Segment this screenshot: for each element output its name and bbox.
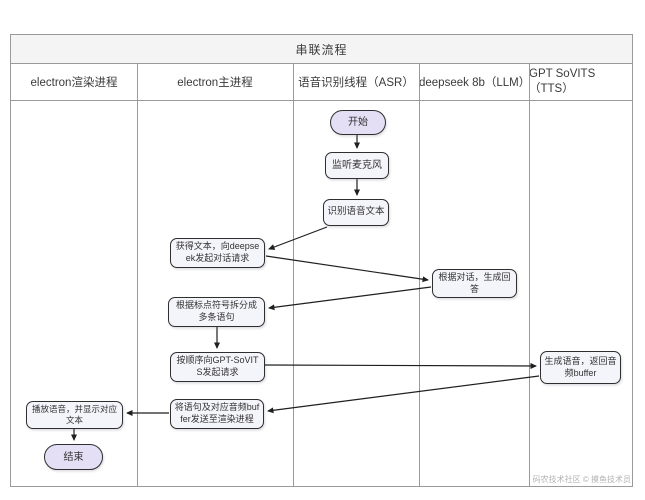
node-listen-microphone: 监听麦克风	[325, 152, 389, 179]
lane-header-electron-main: electron主进程	[177, 77, 253, 89]
lane-divider	[137, 63, 138, 486]
lane-header-tts: GPT SoVITS（TTS）	[529, 68, 596, 95]
lane-header-electron-renderer: electron渲染进程	[30, 77, 118, 89]
lane-header-llm: deepseek 8b（LLM）	[419, 77, 531, 89]
lane-divider	[529, 63, 530, 486]
node-generate-audio-buffer: 生成语音，返回音频buffer	[540, 351, 621, 384]
node-generate-answer: 根据对话，生成回答	[432, 269, 517, 298]
watermark-text: 码农技术社区 © 摸鱼技术员	[532, 475, 631, 484]
node-send-to-renderer: 将语句及对应音频buffer发送至渲染进程	[170, 399, 264, 429]
node-end: 结束	[44, 444, 103, 470]
lane-header-asr: 语音识别线程（ASR）	[298, 77, 414, 89]
diagram-title: 串联流程	[11, 35, 632, 64]
node-start: 开始	[330, 110, 386, 135]
lane-divider	[293, 63, 294, 486]
node-recognize-speech-text: 识别语音文本	[323, 199, 389, 226]
lane-divider	[419, 63, 420, 486]
node-get-text-request-deepseek: 获得文本，向deepseek发起对话请求	[170, 238, 265, 268]
node-play-audio-show-text: 播放语音，并显示对应文本	[26, 401, 123, 429]
node-split-sentences: 根据标点符号拆分成多条语句	[168, 297, 265, 327]
node-request-gpt-sovits: 按顺序向GPT-SoVITS发起请求	[170, 352, 265, 382]
lane-header-band	[11, 64, 632, 101]
